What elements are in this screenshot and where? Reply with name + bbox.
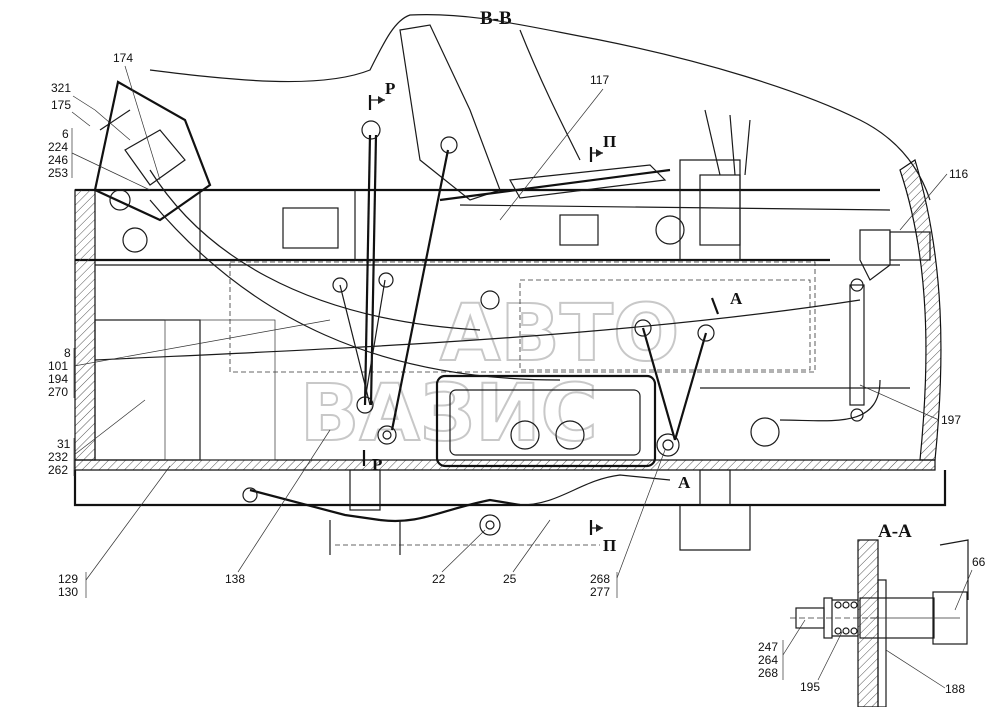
svg-text:ВАЗИС: ВАЗИС [300, 369, 598, 459]
damper [700, 278, 910, 447]
svg-text:А: А [730, 289, 743, 308]
svg-text:П: П [603, 132, 616, 151]
svg-text:232: 232 [48, 450, 68, 464]
svg-text:П: П [603, 536, 616, 555]
svg-text:224: 224 [48, 140, 68, 154]
callout-group-129: 129 130 [58, 465, 171, 599]
svg-text:253: 253 [48, 166, 68, 180]
svg-text:321: 321 [51, 81, 71, 95]
section-marker-r-bottom: Р [362, 450, 382, 474]
inset-callout-66: 66 [954, 555, 986, 611]
svg-text:Р: Р [372, 455, 382, 474]
callout-197: 197 [859, 384, 961, 427]
section-marker-p-bottom: П [589, 520, 616, 555]
svg-text:175: 175 [51, 98, 71, 112]
svg-text:262: 262 [48, 463, 68, 477]
dashed-panel [229, 261, 816, 373]
svg-text:174: 174 [113, 51, 133, 65]
view-title: В-В [480, 8, 512, 29]
svg-text:130: 130 [58, 585, 78, 599]
callout-175: 175 [51, 98, 91, 127]
upper-linkage [439, 109, 931, 310]
cables [94, 169, 861, 381]
inset-callout-group-247: 247 264 268 [758, 619, 806, 680]
control-levers [332, 120, 715, 457]
inset-a-a: А-А [790, 521, 969, 707]
callout-group-8: 8 101 194 270 [48, 319, 331, 399]
watermark: АВТО ВАЗИС [299, 288, 680, 460]
svg-text:129: 129 [58, 572, 78, 586]
svg-text:197: 197 [941, 413, 961, 427]
callout-138: 138 [225, 429, 331, 586]
svg-text:195: 195 [800, 680, 820, 694]
svg-text:А-А: А-А [878, 521, 912, 542]
svg-text:194: 194 [48, 372, 68, 386]
callout-117: 117 [499, 73, 609, 221]
svg-text:247: 247 [758, 640, 778, 654]
svg-text:277: 277 [590, 585, 610, 599]
callout-25: 25 [503, 519, 551, 586]
frame [73, 159, 947, 507]
inset-callout-188: 188 [885, 649, 965, 696]
callout-116: 116 [899, 167, 968, 231]
cab-outline [149, 13, 931, 201]
svg-text:Р: Р [385, 79, 395, 98]
lower-linkage [242, 469, 751, 555]
svg-text:268: 268 [590, 572, 610, 586]
svg-text:31: 31 [57, 437, 71, 451]
inset-callout-195: 195 [800, 631, 843, 694]
section-marker-p-top: П [589, 132, 616, 162]
svg-text:138: 138 [225, 572, 245, 586]
section-marker-r-top: Р [368, 79, 395, 110]
svg-text:22: 22 [432, 572, 446, 586]
section-marker-a-bottom: А [678, 473, 691, 492]
svg-text:6: 6 [62, 127, 69, 141]
svg-text:117: 117 [590, 73, 609, 87]
callout-group-268: 268 277 [590, 449, 666, 599]
svg-text:268: 268 [758, 666, 778, 680]
svg-text:246: 246 [48, 153, 68, 167]
central-box [435, 374, 657, 468]
svg-text:264: 264 [758, 653, 778, 667]
callout-321: 321 [51, 81, 131, 141]
callout-22: 22 [432, 529, 486, 586]
svg-text:188: 188 [945, 682, 965, 696]
svg-text:8: 8 [64, 346, 71, 360]
section-marker-a-right: А [710, 289, 743, 315]
svg-text:101: 101 [48, 359, 68, 373]
svg-text:66: 66 [972, 555, 986, 569]
callout-174: 174 [113, 51, 161, 181]
svg-text:270: 270 [48, 385, 68, 399]
svg-text:116: 116 [949, 167, 968, 181]
callout-group-6: 6 224 246 253 [48, 127, 151, 191]
svg-text:А: А [678, 473, 691, 492]
svg-text:25: 25 [503, 572, 517, 586]
pedal-housing [93, 80, 212, 253]
callout-group-31: 31 232 262 [48, 399, 146, 477]
